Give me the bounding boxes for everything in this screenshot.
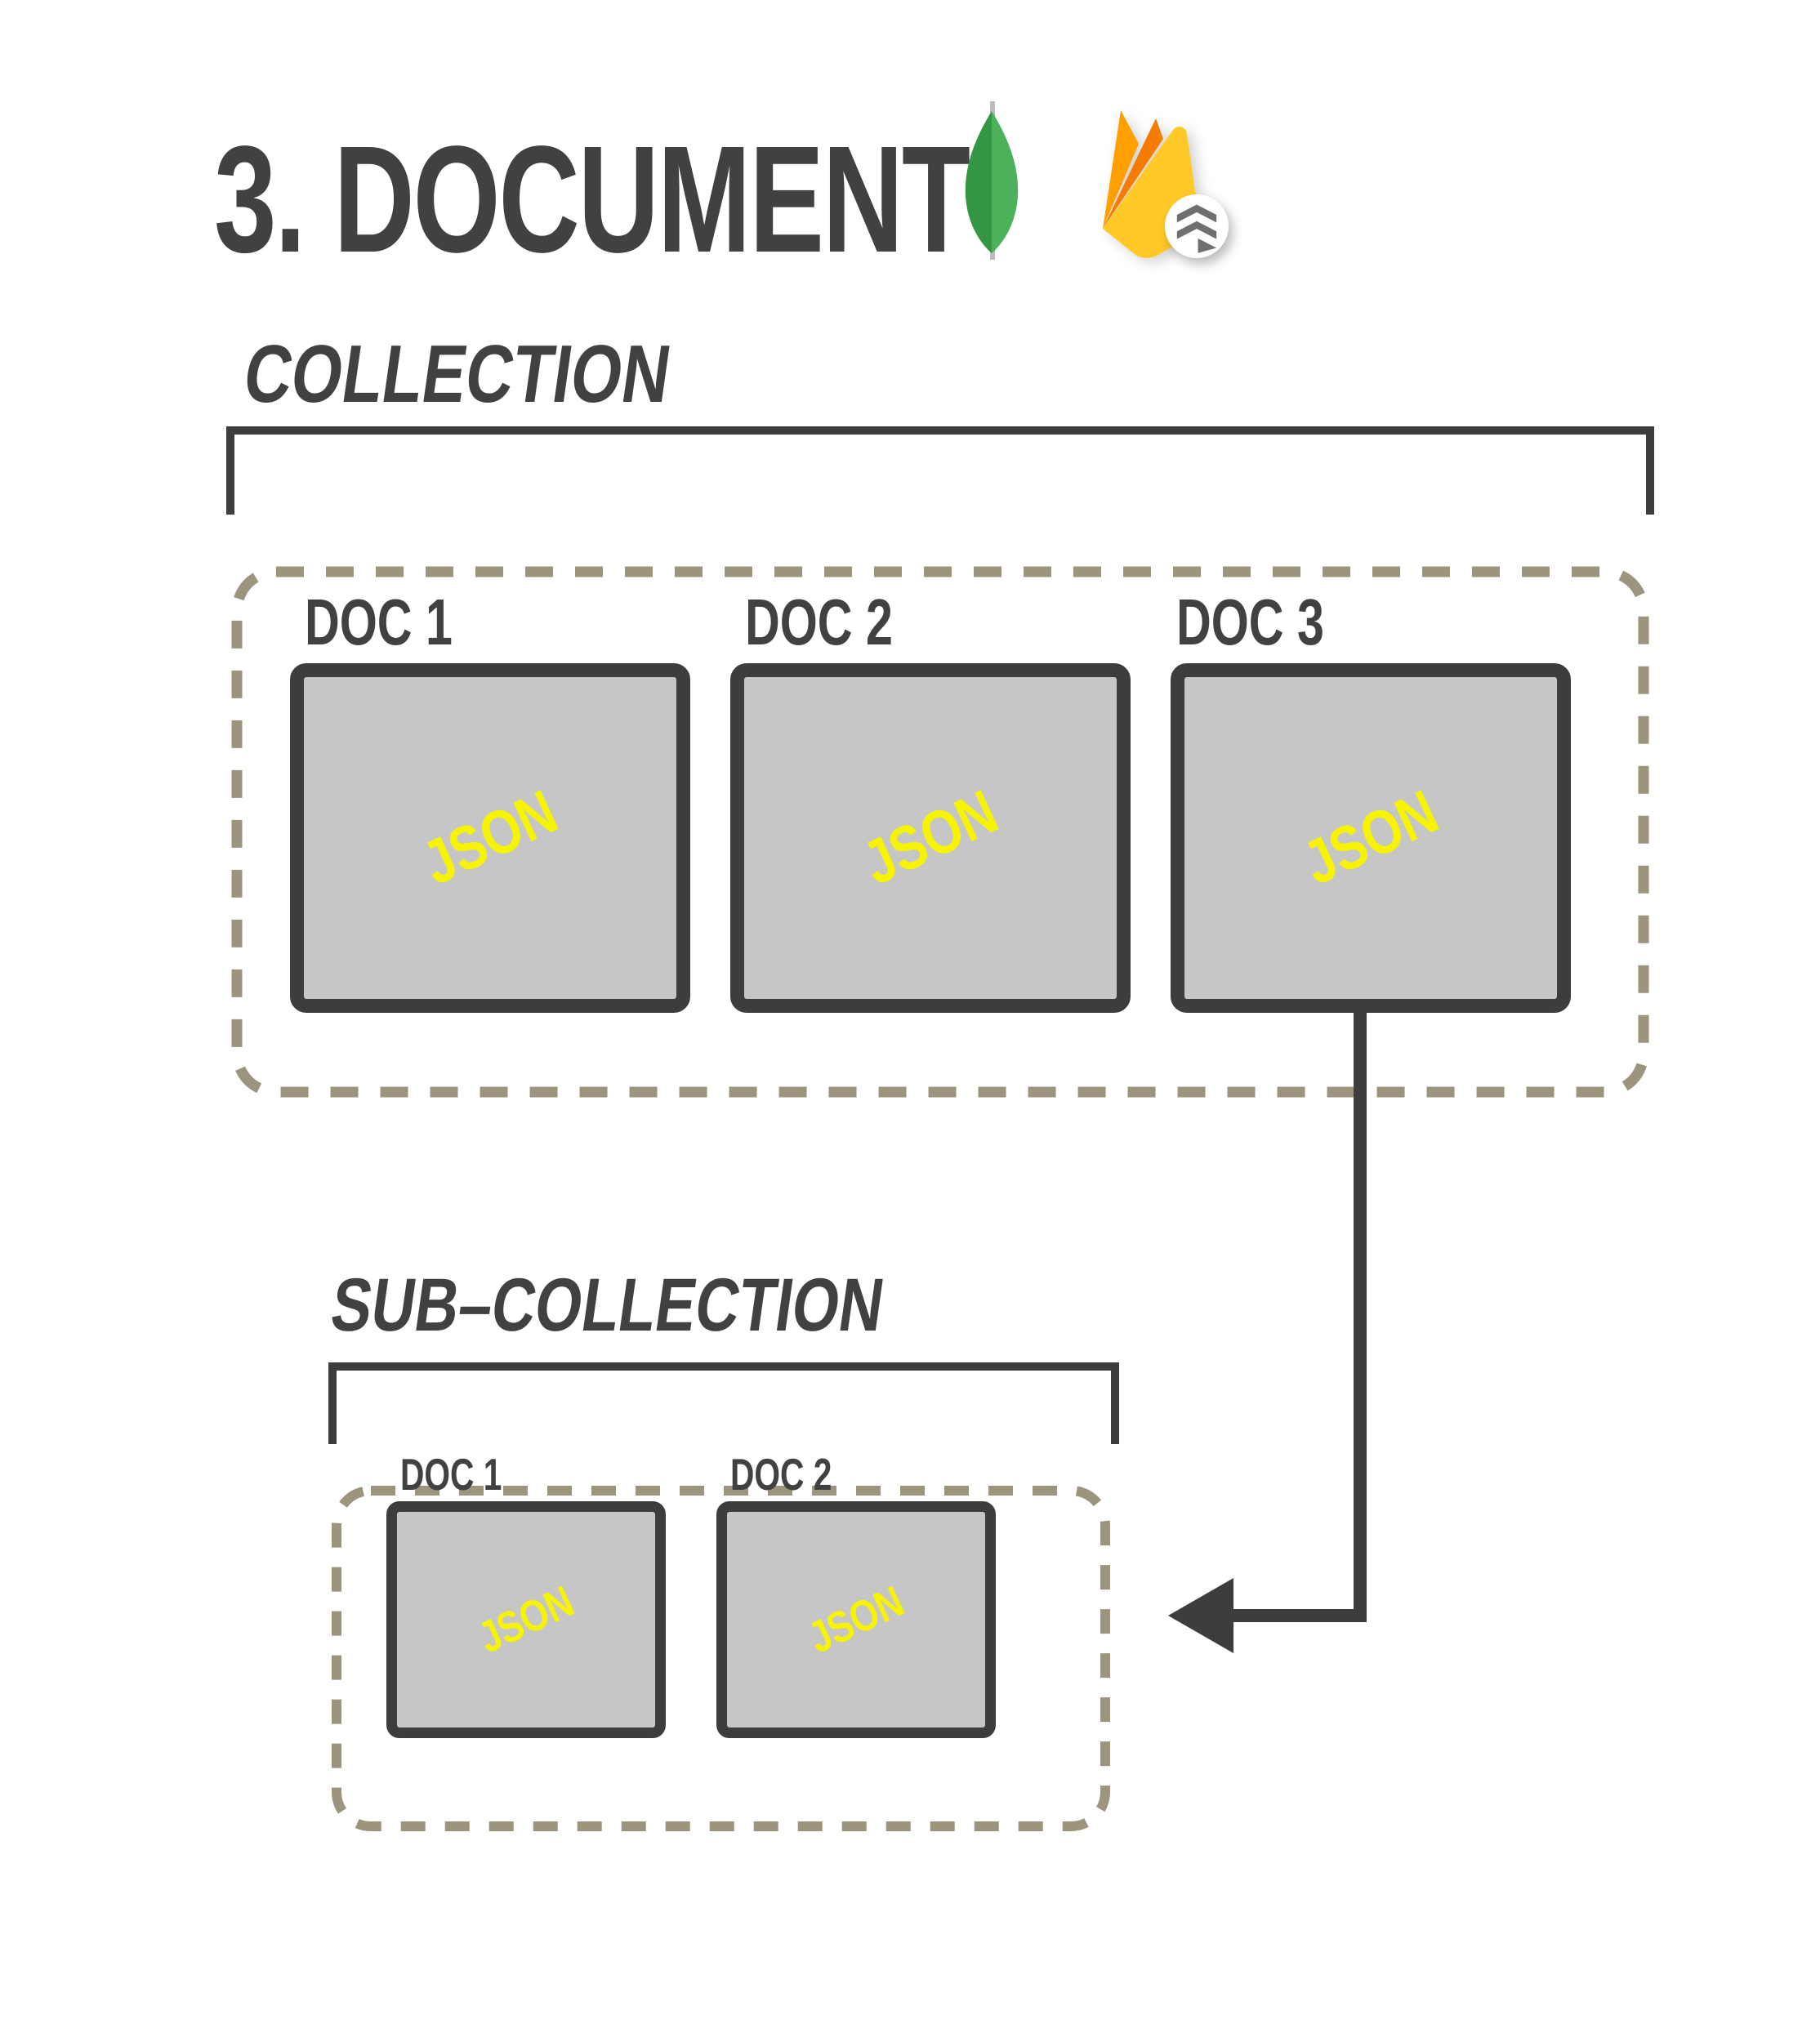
subcollection-doc1-card: JSON	[386, 1501, 666, 1738]
collection-doc2-card: JSON	[730, 663, 1131, 1013]
collection-doc1-card: JSON	[290, 663, 690, 1013]
collection-doc1-label: DOC 1	[305, 586, 453, 658]
firestore-badge-icon	[1165, 194, 1229, 258]
subcollection-doc2-label: DOC 2	[730, 1449, 832, 1500]
subcollection-dashed-container	[332, 1486, 1110, 1831]
json-tag: JSON	[412, 777, 568, 898]
subcollection-bracket-right-tick	[1111, 1362, 1119, 1444]
page-title: 3. DOCUMENT	[214, 115, 970, 284]
json-tag: JSON	[471, 1576, 582, 1663]
subcollection-doc1-label: DOC 1	[400, 1449, 502, 1500]
json-tag: JSON	[852, 777, 1008, 898]
connector-vertical-line	[1354, 1011, 1367, 1622]
subcollection-doc2-card: JSON	[716, 1501, 996, 1738]
json-tag: JSON	[1292, 777, 1448, 898]
collection-bracket-left-tick	[226, 426, 234, 515]
mongodb-leaf-icon	[965, 101, 1019, 260]
collection-dashed-container	[231, 566, 1649, 1098]
subcollection-label: SUB–COLLECTION	[326, 1264, 890, 1347]
collection-doc3-card: JSON	[1171, 663, 1571, 1013]
subcollection-bracket-bar	[328, 1362, 1119, 1371]
collection-doc3-label: DOC 3	[1176, 586, 1324, 658]
collection-bracket-bar	[226, 426, 1654, 435]
subcollection-bracket-left-tick	[328, 1362, 337, 1444]
collection-bracket-right-tick	[1646, 426, 1654, 515]
collection-label: COLLECTION	[239, 328, 676, 420]
collection-doc2-label: DOC 2	[745, 586, 893, 658]
connector-arrowhead-icon	[1168, 1578, 1233, 1653]
connector-horizontal-line	[1230, 1609, 1367, 1622]
json-tag: JSON	[801, 1576, 912, 1663]
